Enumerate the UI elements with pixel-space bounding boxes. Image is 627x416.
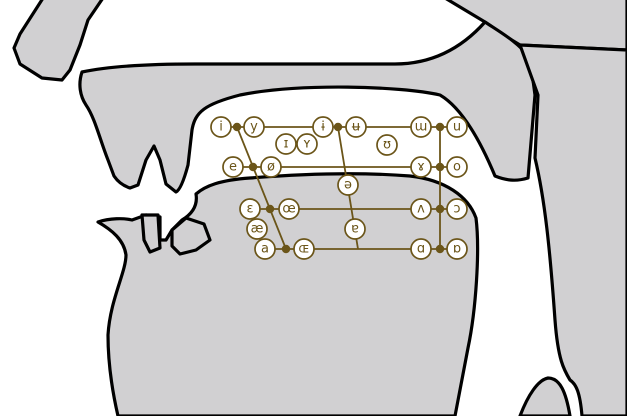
svg-text:ɶ: ɶ	[298, 242, 309, 257]
vowel-symbol-o-slash: ø	[260, 156, 282, 178]
vowel-dots	[232, 122, 445, 254]
svg-text:ɪ: ɪ	[284, 137, 289, 152]
vowel-symbol-turned-m: ɯ	[410, 116, 432, 138]
pharynx-outline	[518, 43, 627, 416]
vowel-symbol-barred-u: ʉ	[345, 116, 367, 138]
svg-text:ʉ: ʉ	[352, 120, 361, 135]
svg-text:ɨ: ɨ	[321, 120, 325, 135]
vowel-symbol-small-capital-y: ʏ	[296, 133, 318, 155]
svg-text:ʊ: ʊ	[383, 138, 391, 153]
vowel-symbol-small-capital-oe: ɶ	[293, 238, 315, 260]
vowel-symbol-i: i	[210, 116, 232, 138]
palate-outline	[78, 20, 537, 194]
lower-incisor-outline	[170, 216, 212, 256]
svg-text:ɑ: ɑ	[417, 242, 425, 257]
svg-text:ɔ: ɔ	[453, 202, 460, 217]
vowel-symbol-e: e	[222, 156, 244, 178]
svg-text:y: y	[250, 120, 258, 135]
svg-text:ə: ə	[344, 178, 352, 193]
svg-text:u: u	[453, 120, 461, 135]
lower-teeth-outline	[140, 213, 162, 254]
vowel-symbol-u: u	[446, 116, 468, 138]
svg-text:a: a	[261, 242, 269, 257]
svg-text:ɯ: ɯ	[415, 120, 428, 135]
vowel-symbol-a: a	[254, 238, 276, 260]
vowel-symbol-small-capital-i: ɪ	[275, 133, 297, 155]
svg-text:ɛ: ɛ	[246, 202, 253, 217]
epiglottis-outline	[518, 376, 572, 416]
svg-text:æ: æ	[251, 222, 264, 237]
vowel-symbol-turned-a: ɐ	[344, 218, 366, 240]
svg-text:ø: ø	[267, 160, 275, 175]
vowel-symbol-turned-script-a: ɒ	[446, 238, 468, 260]
vowel-symbol-schwa: ə	[337, 174, 359, 196]
vowel-symbol-script-a: ɑ	[410, 238, 432, 260]
svg-text:ɐ: ɐ	[351, 222, 359, 237]
vowel-symbol-ash: æ	[246, 218, 268, 240]
nose-outline	[12, 0, 104, 82]
svg-text:ʏ: ʏ	[303, 137, 311, 152]
vowel-symbol-barred-i: ɨ	[312, 116, 334, 138]
svg-text:œ: œ	[282, 202, 295, 217]
vowel-symbol-turned-v: ʌ	[410, 198, 432, 220]
svg-text:e: e	[229, 160, 237, 175]
svg-text:o: o	[453, 160, 461, 175]
svg-text:ɤ: ɤ	[417, 160, 425, 175]
vowel-symbol-oe-ligature: œ	[278, 198, 300, 220]
vowel-symbol-y: y	[243, 116, 265, 138]
vowel-symbol-open-e: ɛ	[239, 198, 261, 220]
vowel-symbol-upsilon: ʊ	[376, 134, 398, 156]
svg-text:ʌ: ʌ	[417, 202, 425, 217]
vowel-symbol-open-o: ɔ	[446, 198, 468, 220]
svg-text:ɒ: ɒ	[453, 242, 461, 257]
vowel-symbol-o: o	[446, 156, 468, 178]
vowel-symbol-rams-horn: ɤ	[410, 156, 432, 178]
svg-text:i: i	[219, 120, 223, 135]
